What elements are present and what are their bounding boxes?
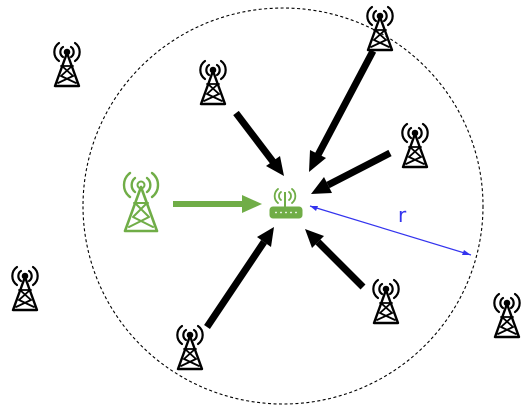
interference-arrow [305,229,366,290]
cell-tower-icon [53,41,81,88]
radius-label: r [398,203,407,227]
cell-tower-icon [493,292,521,339]
serving-tower-icon [122,171,160,233]
cell-tower-icon [372,278,400,325]
cell-tower-icon [401,122,429,169]
cell-tower-icon [199,59,227,106]
router-icon [269,188,303,219]
interference-arrow [233,110,284,176]
coverage-circle [82,7,484,405]
interference-arrow [311,149,392,194]
interference-arrow [204,227,274,329]
interference-arrows [204,49,392,329]
interference-arrow [309,49,377,172]
cell-tower-icon [176,324,204,371]
cell-tower-icon [11,265,39,312]
radius-indicator [309,205,472,256]
signal-arrow [173,195,262,213]
